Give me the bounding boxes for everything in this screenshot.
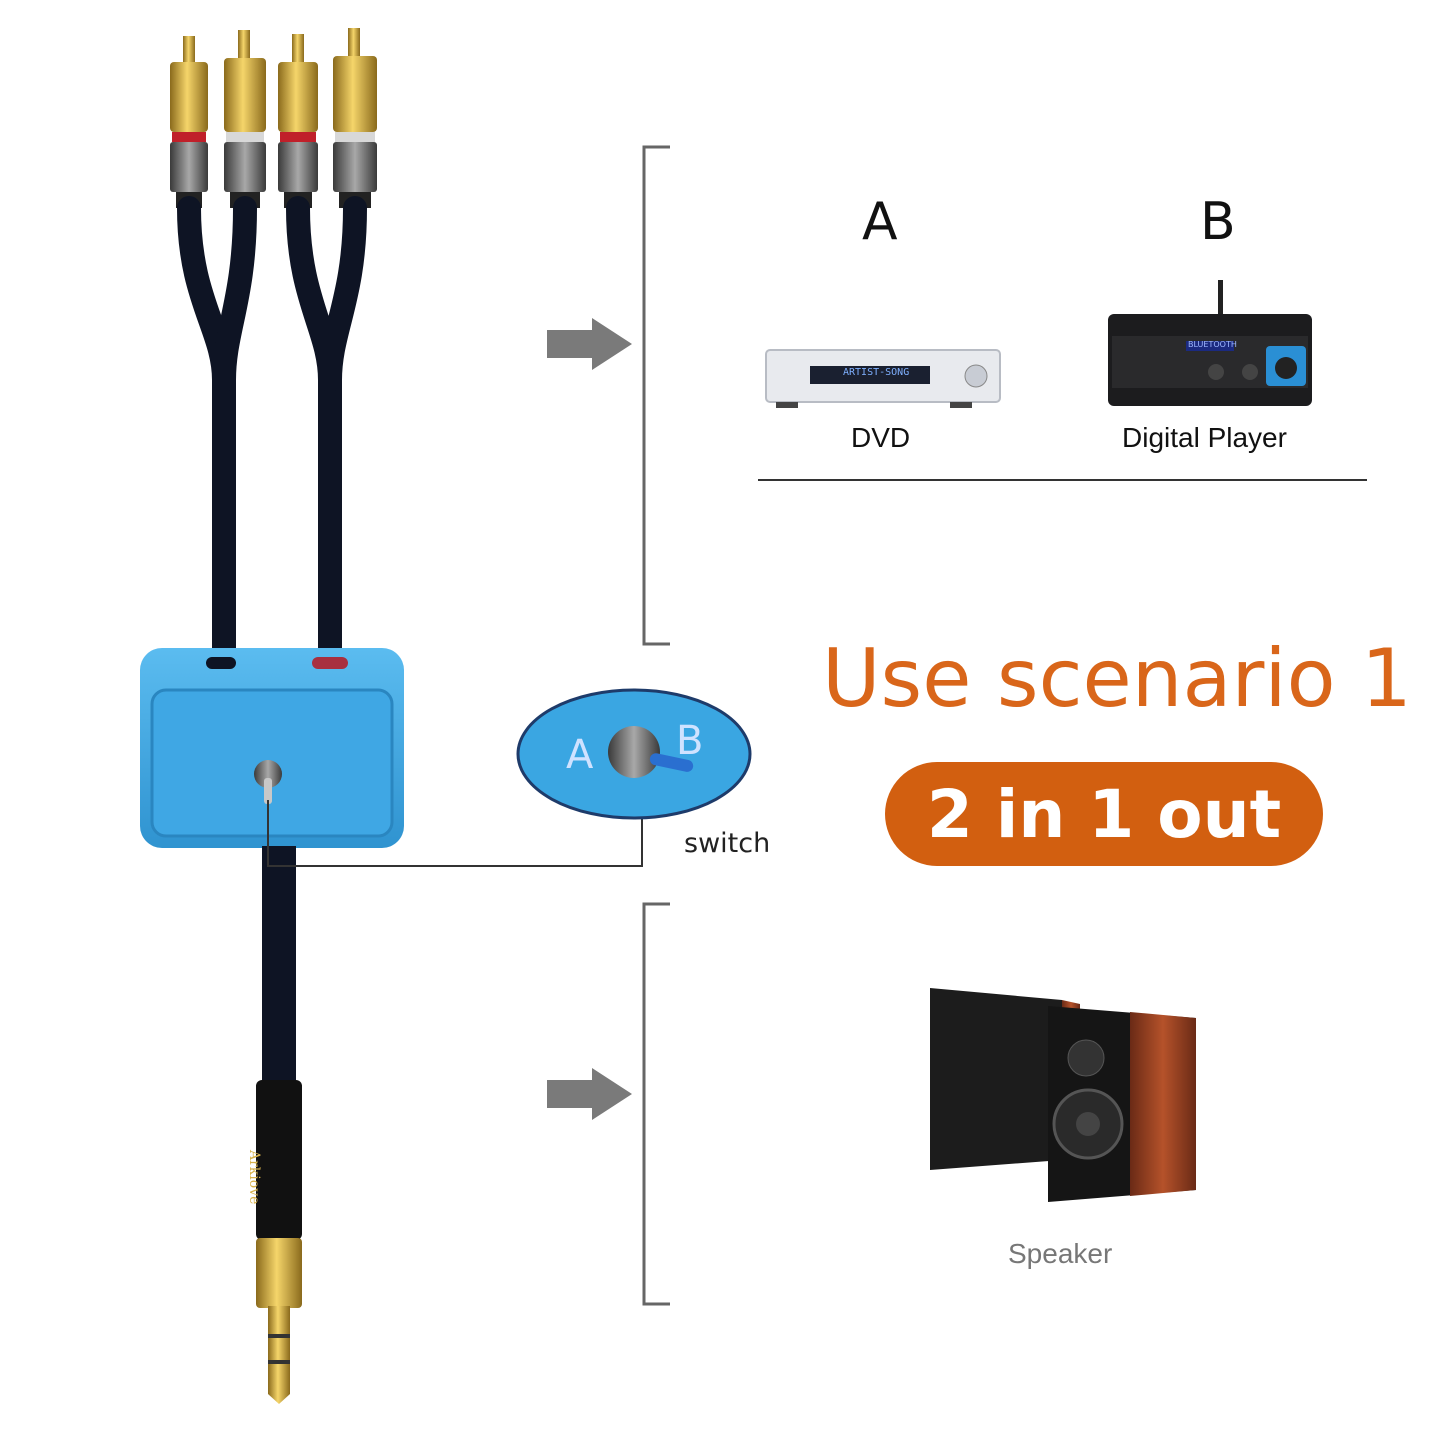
toggle-switch-icon [254,760,282,788]
dvd-display-text: ARTIST-SONG [843,367,910,378]
scenario-subtitle-badge: 2 in 1 out [885,762,1323,866]
switch-box [140,648,404,848]
dvd-label: DVD [851,422,911,453]
source-a-label: A [862,192,898,252]
scenario-subtitle: 2 in 1 out [926,775,1282,853]
digital-player-label: Digital Player [1122,422,1287,453]
digital-player-image [1108,280,1312,406]
bracket-icon [642,145,670,646]
rca-plug-red-2 [278,34,318,208]
rca-plug-white-2 [333,28,377,208]
arrow-right-icon [547,318,632,370]
bracket-icon [642,902,670,1306]
switch-callout [516,688,752,820]
output-cable [256,846,302,1404]
switch-position-b: B [676,718,704,764]
switch-position-a: A [566,732,594,778]
scenario-title: Use scenario 1 [822,632,1412,725]
rca-plug-red-1 [170,36,208,208]
cable-brand-text: Arkiove [246,1150,262,1205]
rca-plug-white-1 [224,30,266,208]
player-display-text: BLUETOOTH [1188,340,1237,349]
source-b-label: B [1200,192,1236,252]
speakers-image [930,988,1196,1202]
input-cables [177,196,367,672]
switch-callout-line [267,800,643,867]
speaker-label: Speaker [1008,1238,1113,1269]
arrow-right-icon [547,1068,632,1120]
dvd-player-image [765,349,1001,408]
switch-label: switch [684,828,771,859]
